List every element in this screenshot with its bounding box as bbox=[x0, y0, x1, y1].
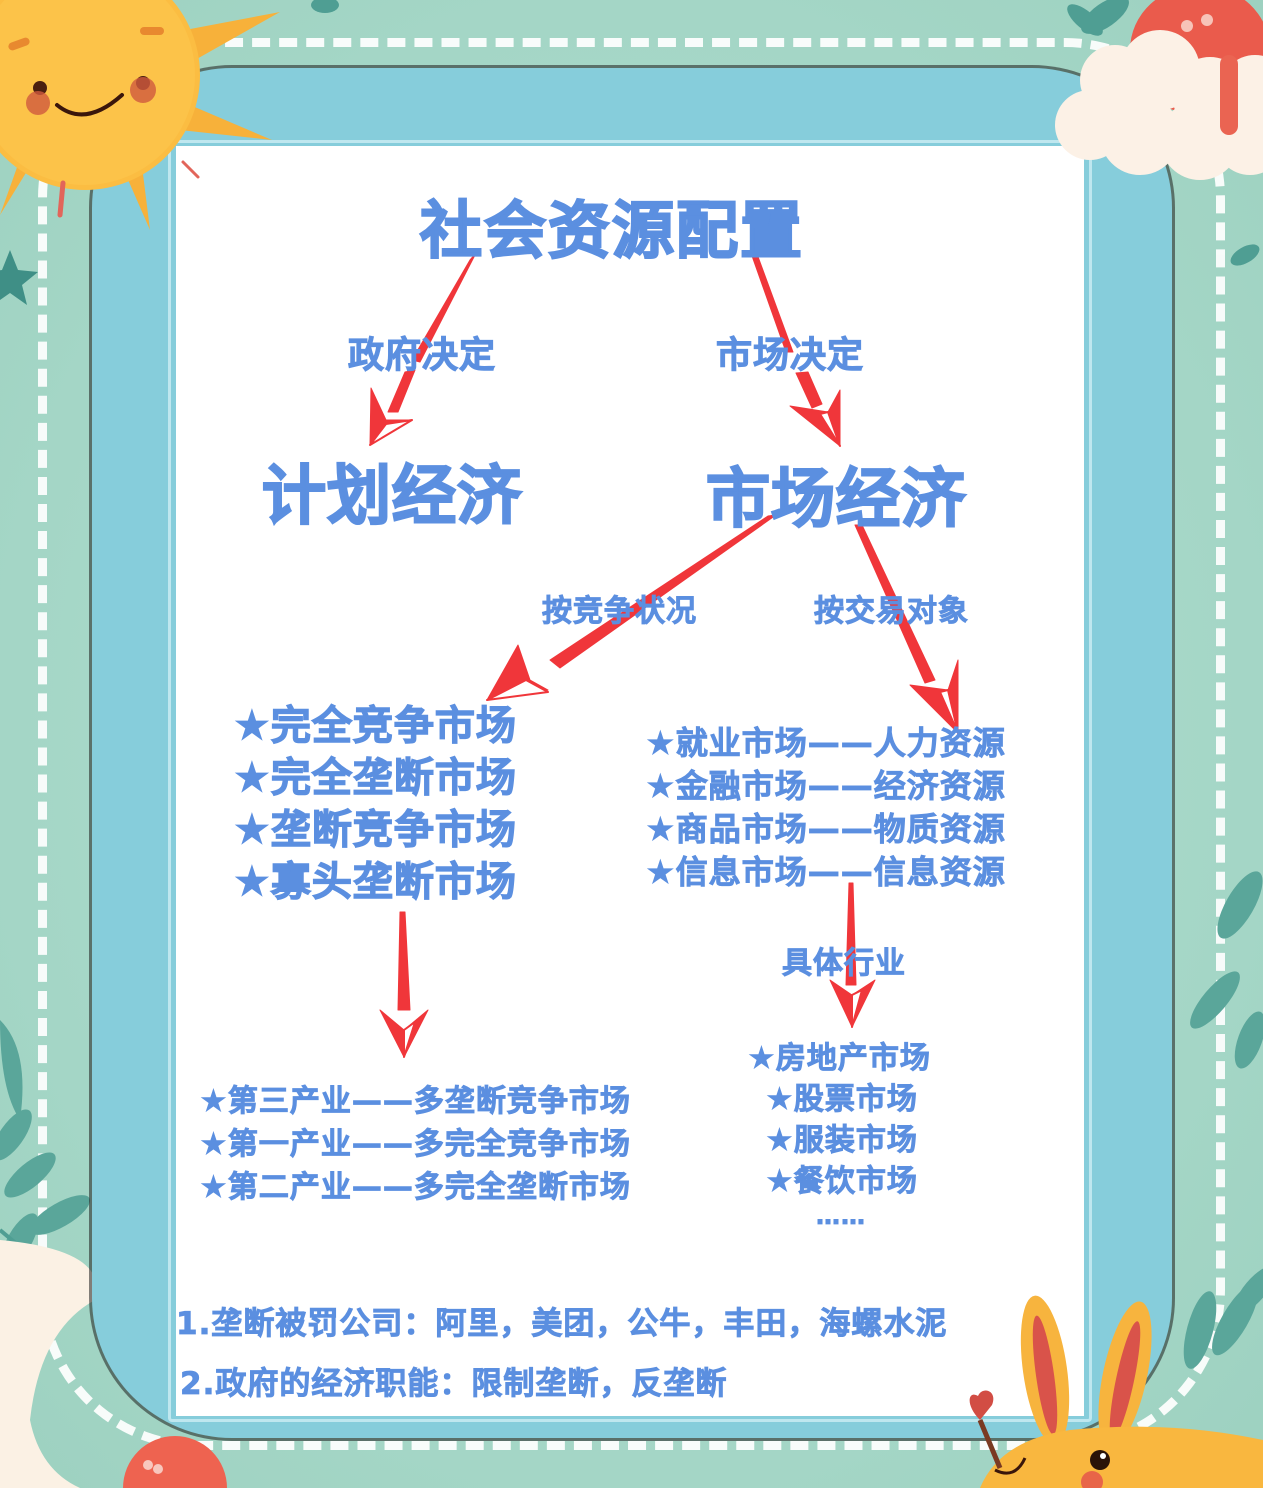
list-item: ★垄断竞争市场 bbox=[233, 806, 517, 853]
list-item: ★完全竞争市场 bbox=[233, 702, 517, 749]
competition-market-list: ★完全竞争市场 ★完全垄断市场 ★垄断竞争市场 ★寡头垄断市场 bbox=[233, 700, 517, 908]
edge-label-by-competition: 按竞争状况 bbox=[542, 594, 697, 630]
leaf-icon bbox=[311, 0, 1260, 266]
list-item: ★第二产业——多完全垄断市场 bbox=[200, 1170, 631, 1206]
edge-label-market: 市场决定 bbox=[715, 335, 865, 377]
moon-icon bbox=[0, 1240, 97, 1488]
edge-label-by-trade-object: 按交易对象 bbox=[814, 594, 969, 630]
list-item: ★服装市场 bbox=[766, 1123, 918, 1159]
red-ball-icon bbox=[123, 1436, 227, 1488]
list-item: ★第三产业——多垄断竞争市场 bbox=[200, 1084, 631, 1120]
plant-left-icon bbox=[0, 1020, 91, 1282]
content-card bbox=[176, 146, 1084, 1416]
list-item: ★信息市场——信息资源 bbox=[646, 853, 1006, 892]
ellipsis: …… bbox=[816, 1202, 866, 1231]
node-market-economy: 市场经济 bbox=[705, 462, 966, 538]
trade-object-market-list: ★就业市场——人力资源 ★金融市场——经济资源 ★商品市场——物质资源 ★信息市… bbox=[646, 722, 1006, 894]
industry-market-list: ★第三产业——多垄断竞争市场 ★第一产业——多完全竞争市场 ★第二产业——多完全… bbox=[200, 1080, 631, 1209]
note-1: 1.垄断被罚公司：阿里，美团，公牛，丰田，海螺水泥 bbox=[176, 1306, 948, 1343]
sun-icon bbox=[0, 0, 280, 230]
list-item: ★第一产业——多完全竞争市场 bbox=[200, 1127, 631, 1163]
diagram-title: 社会资源配置 bbox=[419, 193, 805, 268]
edge-label-government: 政府决定 bbox=[347, 335, 497, 377]
list-item: ★金融市场——经济资源 bbox=[646, 767, 1006, 806]
node-planned-economy: 计划经济 bbox=[261, 459, 522, 535]
list-item: ★股票市场 bbox=[766, 1082, 918, 1118]
list-item: ★餐饮市场 bbox=[766, 1164, 918, 1200]
plant-right-icon bbox=[1183, 871, 1263, 1369]
star-icon bbox=[0, 250, 38, 305]
specific-industry-list: ★房地产市场 ★股票市场 ★服装市场 ★餐饮市场 …… bbox=[748, 1038, 931, 1231]
cloud-mushroom-icon bbox=[1055, 0, 1263, 180]
bunny-icon bbox=[969, 1295, 1263, 1488]
list-item: ★就业市场——人力资源 bbox=[646, 724, 1006, 763]
dashed-road-border bbox=[38, 38, 1225, 1450]
list-item: ★商品市场——物质资源 bbox=[646, 810, 1006, 849]
list-item: ★房地产市场 bbox=[748, 1041, 931, 1077]
list-item: ★寡头垄断市场 bbox=[233, 858, 517, 905]
note-2: 2.政府的经济职能：限制垄断，反垄断 bbox=[180, 1366, 728, 1403]
edge-label-specific-industry: 具体行业 bbox=[782, 946, 906, 982]
list-item: ★完全垄断市场 bbox=[233, 754, 517, 801]
frame-inner-border bbox=[168, 140, 1092, 1422]
